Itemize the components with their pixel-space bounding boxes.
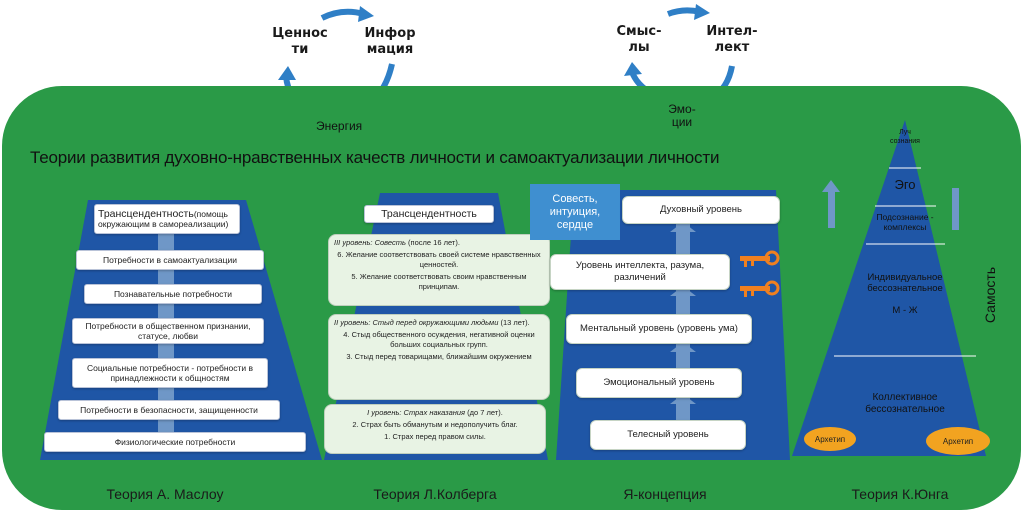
maslow-transcendence: Трансцендентность(помощь окружающим в са… [94, 204, 240, 234]
cycle-emotions: Эмо- ции [668, 102, 696, 129]
kohlberg-transcendence: Трансцендентность [364, 205, 494, 223]
kohlberg-level-1: I уровень: Страх наказания (до 7 лет). 2… [324, 404, 546, 454]
kohlberg-level-3: III уровень: Совесть (после 16 лет). 6. … [328, 234, 550, 306]
caption-kohlberg: Теория Л.Колберга [373, 486, 497, 502]
cycle-meanings: Смыс- лы [616, 24, 662, 55]
arrow-head-icon [358, 6, 374, 22]
maslow-level-cognitive: Познавательные потребности [84, 284, 262, 304]
key-icon [740, 280, 780, 297]
caption-maslow: Теория А. Маслоу [106, 486, 224, 502]
jung-side-label: Самость [982, 266, 998, 324]
jung-left-arrow [828, 188, 835, 228]
caption-self-concept: Я-концепция [623, 486, 707, 502]
self-concept-badge: Совесть, интуиция, сердце [530, 184, 620, 240]
jung-tier-subconscious: Подсознание - комплексы [876, 212, 934, 232]
key-icon [740, 250, 780, 267]
arrow-head-icon [670, 222, 696, 232]
cycle-information: Инфор мация [364, 26, 416, 57]
self-concept-intellect: Уровень интеллекта, разума, различений [550, 254, 730, 290]
caption-jung: Теория К.Юнга [851, 486, 949, 502]
self-concept-emotional: Эмоциональный уровень [576, 368, 742, 398]
maslow-level-esteem: Потребности в общественном признании, ст… [72, 318, 264, 344]
jung-tier-ego: Эго [894, 177, 916, 192]
jung-tier-individual: Индивидуальное бессознательное М - Ж [867, 272, 943, 316]
jung-pyramid [792, 120, 986, 456]
page-title: Теории развития духовно-нравственных кач… [30, 148, 720, 167]
arrow-head-icon [694, 4, 710, 20]
kohlberg-level-2: II уровень: Стыд перед окружающими людьм… [328, 314, 550, 400]
arrow-head-icon [670, 394, 696, 404]
cycle-energy: Энергия [316, 119, 363, 133]
maslow-level-safety: Потребности в безопасности, защищенности [58, 400, 280, 420]
arrow-head-icon [670, 286, 696, 296]
self-concept-bodily: Телесный уровень [590, 420, 746, 450]
arrow-head-icon [670, 342, 696, 352]
jung-right-arrow [952, 188, 959, 230]
self-concept-mental: Ментальный уровень (уровень ума) [566, 314, 752, 344]
maslow-level-physiological: Физиологические потребности [44, 432, 306, 452]
self-concept-spiritual: Духовный уровень [622, 196, 780, 224]
arrow-head-icon [822, 180, 840, 192]
arrow-head-icon [624, 62, 642, 76]
maslow-level-self-actualization: Потребности в самоактуализации [76, 250, 264, 270]
maslow-level-social: Социальные потребности - потребности в п… [72, 358, 268, 388]
jung-archetype-right: Архетип [926, 427, 990, 455]
cycle-values: Ценнос ти [272, 26, 328, 57]
cycle-intellect: Интел- лект [706, 24, 758, 55]
jung-tier-collective: Коллективное бессознательное [865, 392, 945, 415]
arrow-head-icon [278, 66, 296, 80]
jung-archetype-left: Архетип [804, 427, 856, 451]
jung-tier-consciousness: Луч сознания [890, 129, 920, 145]
